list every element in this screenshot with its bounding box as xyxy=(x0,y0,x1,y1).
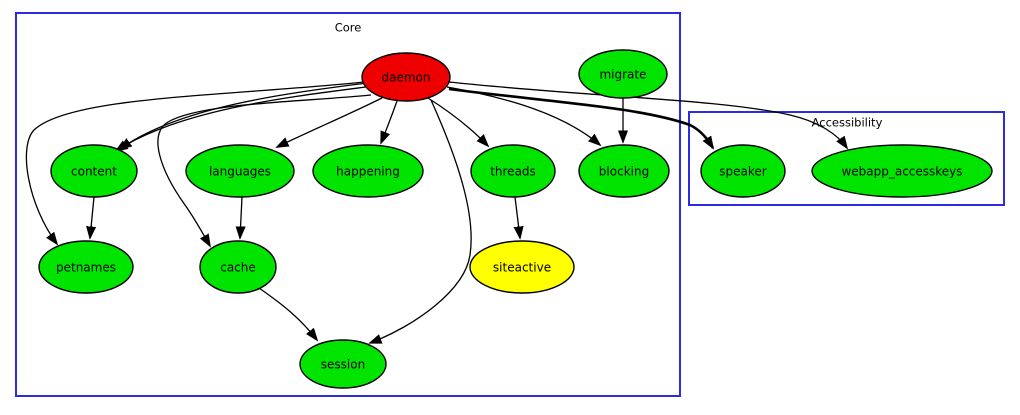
edge-daemon-to-threads xyxy=(427,97,488,146)
node-migrate-shape xyxy=(578,49,668,99)
node-threads-shape xyxy=(470,144,556,198)
edge-daemon-to-session xyxy=(370,99,472,343)
edge-daemon-to-speaker xyxy=(448,87,715,148)
node-siteactive-shape xyxy=(469,240,575,294)
node-siteactive-label: siteactive xyxy=(493,261,551,275)
node-session-label: session xyxy=(321,358,365,372)
edge-threads-to-siteactive xyxy=(515,196,520,238)
node-happening-shape xyxy=(312,144,424,198)
node-petnames: petnames xyxy=(38,240,134,294)
node-cache-shape xyxy=(199,240,277,294)
node-petnames-label: petnames xyxy=(56,261,116,275)
node-content: content xyxy=(50,144,138,198)
edge-languages-to-cache xyxy=(240,196,242,238)
node-speaker-label: speaker xyxy=(719,165,767,179)
node-cache: cache xyxy=(199,240,277,294)
edge-daemon-to-content xyxy=(120,82,368,149)
node-languages: languages xyxy=(185,144,295,198)
node-threads-label: threads xyxy=(490,165,536,179)
cluster-accessibility-label: Accessibility xyxy=(812,116,883,130)
node-webapp_accesskeys-shape xyxy=(811,144,993,198)
edge-daemon-to-webapp_accesskeys xyxy=(448,81,847,148)
node-languages-label: languages xyxy=(209,165,271,179)
edge-daemon-to-languages xyxy=(277,97,383,147)
node-session-shape xyxy=(299,339,387,389)
node-petnames-shape xyxy=(38,240,134,294)
cluster-core-border xyxy=(15,12,681,397)
node-webapp_accesskeys: webapp_accesskeys xyxy=(811,144,993,198)
node-daemon-shape xyxy=(361,52,451,102)
node-daemon: daemon xyxy=(361,52,451,102)
node-migrate: migrate xyxy=(578,49,668,99)
node-languages-shape xyxy=(185,144,295,198)
edge-daemon-to-blocking xyxy=(446,86,600,145)
cluster-core-label: Core xyxy=(335,21,362,35)
node-happening-label: happening xyxy=(336,165,400,179)
node-siteactive: siteactive xyxy=(469,240,575,294)
edge-daemon-to-happening xyxy=(381,100,398,143)
node-happening: happening xyxy=(312,144,424,198)
edge-layer xyxy=(25,81,847,343)
edge-daemon-to-petnames xyxy=(25,81,365,244)
node-threads: threads xyxy=(470,144,556,198)
node-content-shape xyxy=(50,144,138,198)
node-layer: daemon migrate content languages happening th… xyxy=(38,49,993,389)
node-cache-label: cache xyxy=(220,261,256,275)
node-speaker-shape xyxy=(700,144,786,198)
node-blocking-shape xyxy=(578,144,670,198)
edge-cache-to-session xyxy=(258,287,317,340)
edge-content-to-petnames xyxy=(90,196,94,238)
node-daemon-label: daemon xyxy=(382,71,431,85)
node-blocking-label: blocking xyxy=(599,165,649,179)
node-migrate-label: migrate xyxy=(599,68,646,82)
cluster-accessibility-border xyxy=(688,111,1005,206)
edge-daemon-to-cache xyxy=(157,94,372,246)
node-webapp_accesskeys-label: webapp_accesskeys xyxy=(841,165,962,179)
node-speaker: speaker xyxy=(700,144,786,198)
node-content-label: content xyxy=(71,165,117,179)
edge-daemon-to-content xyxy=(116,86,367,151)
node-session: session xyxy=(299,339,387,389)
node-blocking: blocking xyxy=(578,144,670,198)
